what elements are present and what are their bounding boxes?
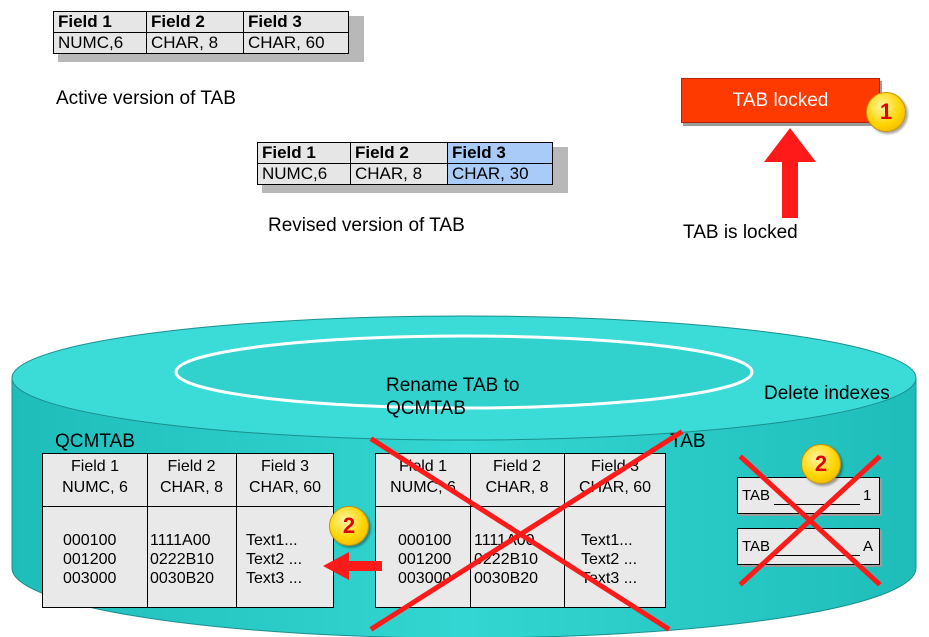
qcmtab-row1-col1: 000100 [63,532,117,549]
revised-type-2: CHAR, 8 [350,163,448,185]
step-2-number-indexes: 2 [814,451,828,476]
active-version-caption: Active version of TAB [56,88,236,109]
tab-row1-col1: 000100 [398,532,452,549]
tab-header-2: Field 2 [492,458,542,475]
revised-type-1: NUMC,6 [257,163,351,185]
qcmtab-type-2: CHAR, 8 [159,479,224,496]
active-header-1: Field 1 [58,12,112,31]
qcmtab-row2-col1: 001200 [63,551,117,568]
step-1-number: 1 [879,99,893,124]
step-2-badge-data: 2 [329,506,369,546]
active-header-3: Field 3 [248,12,302,31]
rename-label: Rename TAB to QCMTAB [386,375,520,419]
qcmtab-type-1: NUMC, 6 [62,479,128,496]
index-2-prefix: TAB [742,538,771,555]
qcmtab-row1-col3: Text1... [246,532,298,549]
index-box-2: TAB A [737,528,880,565]
index-1-suffix: 1 [863,487,872,504]
tab-locked-box: TAB locked [681,78,880,123]
active-version-table: Field 1 Field 2 Field 3 NUMC,6 CHAR, 8 C… [53,11,349,54]
revised-header-1: Field 1 [262,143,316,162]
qcmtab-name: QCMTAB [55,431,135,452]
qcmtab-row1-col2: 1111A00 [150,532,211,549]
active-type-3: CHAR, 60 [243,32,349,54]
step-2-number-data: 2 [342,513,356,538]
revised-header-2: Field 2 [355,143,409,162]
qcmtab-row2-col2: 0222B10 [150,551,215,568]
revised-type-3: CHAR, 30 [447,163,553,185]
lock-arrow-icon [764,128,816,218]
index-1-prefix: TAB [742,487,771,504]
delete-indexes-label: Delete indexes [764,383,890,404]
tab-type-2: CHAR, 8 [485,479,549,496]
qcmtab-header-1: Field 1 [70,458,120,475]
step-1-badge: 1 [866,92,906,132]
tab-row1-col3: Text1... [581,532,633,549]
indexes-cross-icon [738,454,882,587]
tab-header-3: Field 3 [590,458,640,475]
qcmtab-row3-col3: Text3 ... [246,570,303,587]
step-2-badge-indexes: 2 [801,444,841,484]
copy-arrow-icon [323,552,382,580]
tab-is-locked-caption: TAB is locked [683,222,798,243]
active-type-2: CHAR, 8 [146,32,244,54]
tab-row3-col2: 0030B20 [474,570,539,587]
qcmtab-row3-col1: 003000 [63,570,117,587]
index-2-suffix: A [863,538,874,555]
qcmtab-header-2: Field 2 [167,458,216,475]
revised-version-caption: Revised version of TAB [268,215,465,236]
index-box-1: TAB 1 [737,477,880,514]
tab-row2-col3: Text2 ... [581,551,638,568]
revised-header-3: Field 3 [452,143,506,162]
tab-row2-col1: 001200 [398,551,452,568]
qcmtab-row2-col3: Text2 ... [246,551,303,568]
active-header-2: Field 2 [151,12,205,31]
qcmtab-table: Field 1 Field 2 Field 3 NUMC, 6 CHAR, 8 … [42,453,334,608]
qcmtab-header-3: Field 3 [260,458,310,475]
tab-row3-col1: 003000 [398,570,452,587]
qcmtab-type-3: CHAR, 60 [248,479,322,496]
revised-version-table: Field 1 Field 2 Field 3 NUMC,6 CHAR, 8 C… [257,142,553,185]
tab-table: Field 1 Field 2 Field 3 NUMC, 6 CHAR, 8 … [375,453,666,608]
tab-locked-label: TAB locked [732,89,829,111]
tab-table-cross-icon [369,429,684,632]
qcmtab-row3-col2: 0030B20 [150,570,215,587]
